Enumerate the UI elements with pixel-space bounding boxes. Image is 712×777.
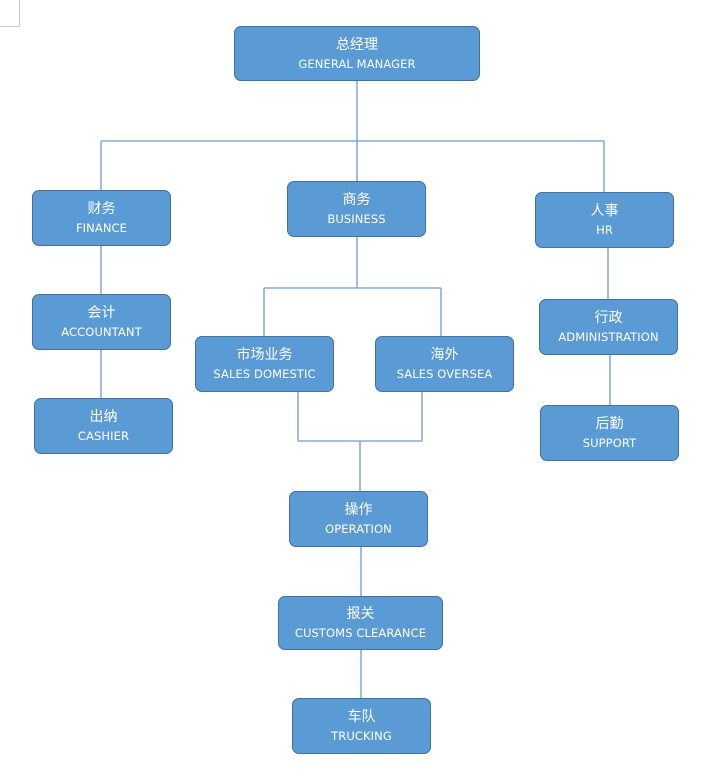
node-label-zh: 操作 [344, 502, 373, 518]
node-sales-oversea: 海外 SALES OVERSEA [375, 336, 514, 392]
node-trucking: 车队 TRUCKING [292, 698, 431, 754]
node-label-en: ACCOUNTANT [61, 325, 142, 339]
node-label-en: HR [596, 223, 613, 237]
node-label-en: OPERATION [325, 522, 392, 536]
node-label-zh: 商务 [342, 192, 371, 208]
node-operation: 操作 OPERATION [289, 491, 428, 547]
node-label-en: FINANCE [75, 221, 128, 235]
node-business: 商务 BUSINESS [287, 181, 426, 237]
node-label-en: SALES OVERSEA [396, 367, 493, 381]
node-label-zh: 车队 [347, 709, 376, 725]
node-label-en: GENERAL MANAGER [298, 56, 416, 71]
node-label-en: CUSTOMS CLEARANCE [294, 626, 427, 640]
node-label-en: BUSINESS [327, 212, 386, 226]
node-label-en: TRUCKING [331, 729, 392, 743]
node-accountant: 会计 ACCOUNTANT [32, 294, 171, 350]
node-general-manager: 总经理 GENERAL MANAGER [234, 26, 480, 81]
node-label-en: CASHIER [77, 429, 130, 443]
node-sales-domestic: 市场业务 SALES DOMESTIC [195, 336, 334, 392]
node-label-en: SALES DOMESTIC [213, 367, 316, 381]
node-cashier: 出纳 CASHIER [34, 398, 173, 454]
node-support: 后勤 SUPPORT [540, 405, 679, 461]
node-hr: 人事 HR [535, 192, 674, 248]
node-label-en: SUPPORT [582, 436, 637, 450]
node-label-zh: 会计 [87, 305, 116, 321]
node-label-zh: 海外 [430, 347, 459, 363]
node-label-zh: 市场业务 [236, 347, 293, 363]
node-label-zh: 报关 [346, 606, 375, 622]
node-finance: 财务 FINANCE [32, 190, 171, 246]
node-label-en: ADMINISTRATION [558, 330, 659, 344]
node-label-zh: 出纳 [89, 409, 118, 425]
node-label-zh: 人事 [590, 203, 619, 219]
node-label-zh: 总经理 [336, 36, 378, 53]
node-customs-clearance: 报关 CUSTOMS CLEARANCE [278, 596, 443, 650]
node-label-zh: 财务 [87, 201, 116, 217]
page-corner-mark [0, 0, 20, 27]
node-label-zh: 行政 [594, 310, 623, 326]
node-label-zh: 后勤 [595, 416, 624, 432]
node-administration: 行政 ADMINISTRATION [539, 299, 678, 355]
